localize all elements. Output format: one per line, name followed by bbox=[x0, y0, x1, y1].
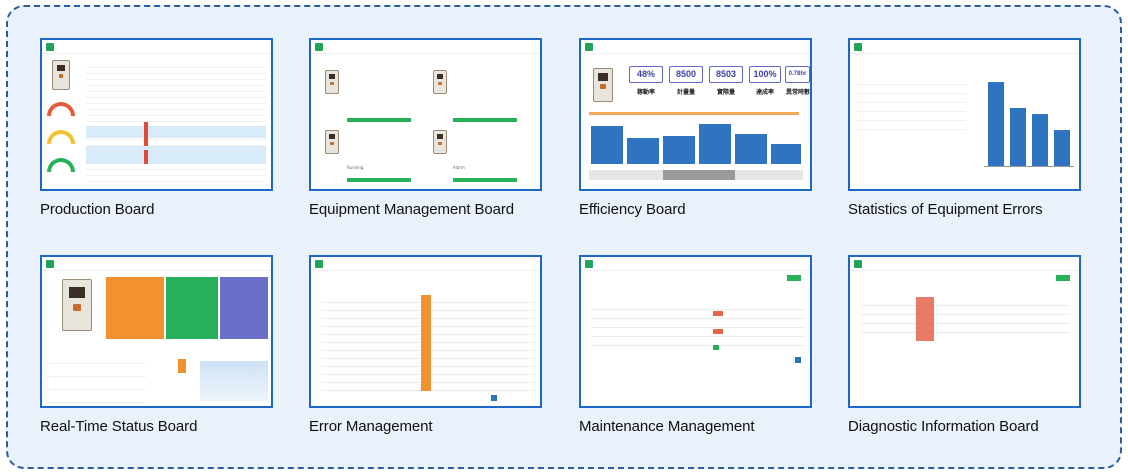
board-thumbnail[interactable]: 48% 8500 8503 100% 0.78hr 稼動率 計畫量 實際量 達成… bbox=[579, 38, 812, 191]
gauge-icon bbox=[47, 130, 75, 144]
board-card-production[interactable]: Production Board bbox=[40, 38, 273, 219]
board-thumbnail[interactable] bbox=[579, 255, 812, 408]
status-alarm: Alarm bbox=[453, 165, 465, 170]
board-caption: Equipment Management Board bbox=[309, 201, 515, 218]
app-logo-icon bbox=[315, 260, 323, 268]
board-gallery-frame: Production Board Running Alarm Equipment… bbox=[6, 5, 1122, 469]
board-caption: Statistics of Equipment Errors bbox=[848, 201, 1043, 218]
board-card-equipment-management[interactable]: Running Alarm Equipment Management Board bbox=[309, 38, 542, 219]
board-card-error-management[interactable]: Error Management bbox=[309, 255, 542, 436]
board-thumbnail[interactable] bbox=[309, 255, 542, 408]
board-thumbnail[interactable] bbox=[40, 38, 273, 191]
app-logo-icon bbox=[854, 260, 862, 268]
board-thumbnail[interactable] bbox=[40, 255, 273, 408]
gauge-icon bbox=[47, 102, 75, 116]
app-logo-icon bbox=[585, 260, 593, 268]
production-table bbox=[86, 62, 266, 184]
board-caption: Diagnostic Information Board bbox=[848, 418, 1039, 435]
board-caption: Production Board bbox=[40, 201, 155, 218]
machine-icon bbox=[325, 70, 339, 94]
app-logo-icon bbox=[854, 43, 862, 51]
kpi-utilization: 48% bbox=[629, 66, 663, 83]
app-logo-icon bbox=[46, 260, 54, 268]
machine-icon bbox=[433, 70, 447, 94]
app-logo-icon bbox=[585, 43, 593, 51]
status-running: Running bbox=[347, 165, 364, 170]
machine-icon bbox=[325, 130, 339, 154]
board-card-realtime-status[interactable]: Real-Time Status Board bbox=[40, 255, 273, 436]
board-thumbnail[interactable]: Running Alarm bbox=[309, 38, 542, 191]
kpi-planned: 8500 bbox=[669, 66, 703, 83]
app-logo-icon bbox=[46, 43, 54, 51]
kpi-achievement: 100% bbox=[749, 66, 781, 83]
kpi-actual: 8503 bbox=[709, 66, 743, 83]
board-caption: Efficiency Board bbox=[579, 201, 686, 218]
board-card-equipment-error-stats[interactable]: Statistics of Equipment Errors bbox=[848, 38, 1081, 219]
kpi-abnormal-hours: 0.78hr bbox=[785, 66, 810, 83]
board-caption: Error Management bbox=[309, 418, 433, 435]
board-card-maintenance-management[interactable]: Maintenance Management bbox=[579, 255, 812, 436]
board-caption: Maintenance Management bbox=[579, 418, 755, 435]
gauge-icon bbox=[47, 158, 75, 172]
machine-icon bbox=[52, 60, 70, 90]
board-thumbnail[interactable] bbox=[848, 255, 1081, 408]
app-logo-icon bbox=[315, 43, 323, 51]
board-card-diagnostic-info[interactable]: Diagnostic Information Board bbox=[848, 255, 1081, 436]
machine-icon bbox=[433, 130, 447, 154]
board-thumbnail[interactable] bbox=[848, 38, 1081, 191]
board-card-efficiency[interactable]: 48% 8500 8503 100% 0.78hr 稼動率 計畫量 實際量 達成… bbox=[579, 38, 812, 219]
board-caption: Real-Time Status Board bbox=[40, 418, 198, 435]
machine-icon bbox=[593, 68, 613, 102]
machine-icon bbox=[62, 279, 92, 331]
